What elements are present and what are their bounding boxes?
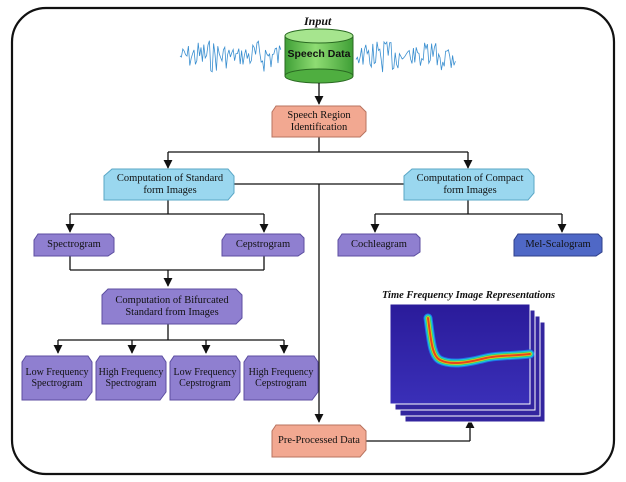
cepstrogram-node: Cepstrogram xyxy=(235,239,291,251)
low-freq-cepstrogram-node: Low Frequency Cepstrogram xyxy=(173,366,237,389)
waveform-right xyxy=(355,40,456,73)
waveform-trace xyxy=(355,40,456,73)
cepstrogram-shape xyxy=(221,233,305,257)
speech-data-cylinder xyxy=(284,28,354,84)
mel-scalogram-shape xyxy=(513,233,603,257)
input-label: Input xyxy=(304,14,332,28)
bifurcated-shape xyxy=(101,288,243,325)
high-freq-spectrogram-node: High Frequency Spectrogram xyxy=(98,366,164,389)
lfc-shape xyxy=(169,355,241,401)
compact-shape xyxy=(403,168,535,201)
tf-title: Time Frequency Image Representations xyxy=(382,290,556,301)
speech-region-shape xyxy=(271,105,367,138)
speech-data-label: Speech Data xyxy=(287,48,351,60)
mel-scalogram-node: Mel-Scalogram xyxy=(525,239,591,251)
tf-image-stack xyxy=(389,303,546,423)
bifurcated-node: Computation of Bifurcated Standard from … xyxy=(115,294,229,318)
cochleagram-shape xyxy=(337,233,421,257)
heat-trace xyxy=(427,317,531,365)
preprocessed-node: Pre-Processed Data xyxy=(278,435,360,447)
compact-node: Computation of Compact form Images xyxy=(416,172,524,196)
spectrogram-shape xyxy=(33,233,115,257)
spectrogram-node: Spectrogram xyxy=(47,239,101,251)
connectors xyxy=(53,83,567,442)
lfs-shape xyxy=(21,355,93,401)
cochleagram-node: Cochleagram xyxy=(351,239,407,251)
hfs-shape xyxy=(95,355,167,401)
standard-shape xyxy=(103,168,235,201)
speech-region-node: Speech Region Identification xyxy=(287,109,351,133)
high-freq-cepstrogram-node: High Frequency Cepstrogram xyxy=(248,366,314,389)
waveform-trace xyxy=(179,40,282,73)
waveform-left xyxy=(179,40,282,73)
box-shapes xyxy=(21,105,603,458)
hfc-shape xyxy=(243,355,319,401)
standard-node: Computation of Standard form Images xyxy=(116,172,224,196)
preprocessed-shape xyxy=(271,424,367,458)
low-freq-spectrogram-node: Low Frequency Spectrogram xyxy=(25,366,89,389)
